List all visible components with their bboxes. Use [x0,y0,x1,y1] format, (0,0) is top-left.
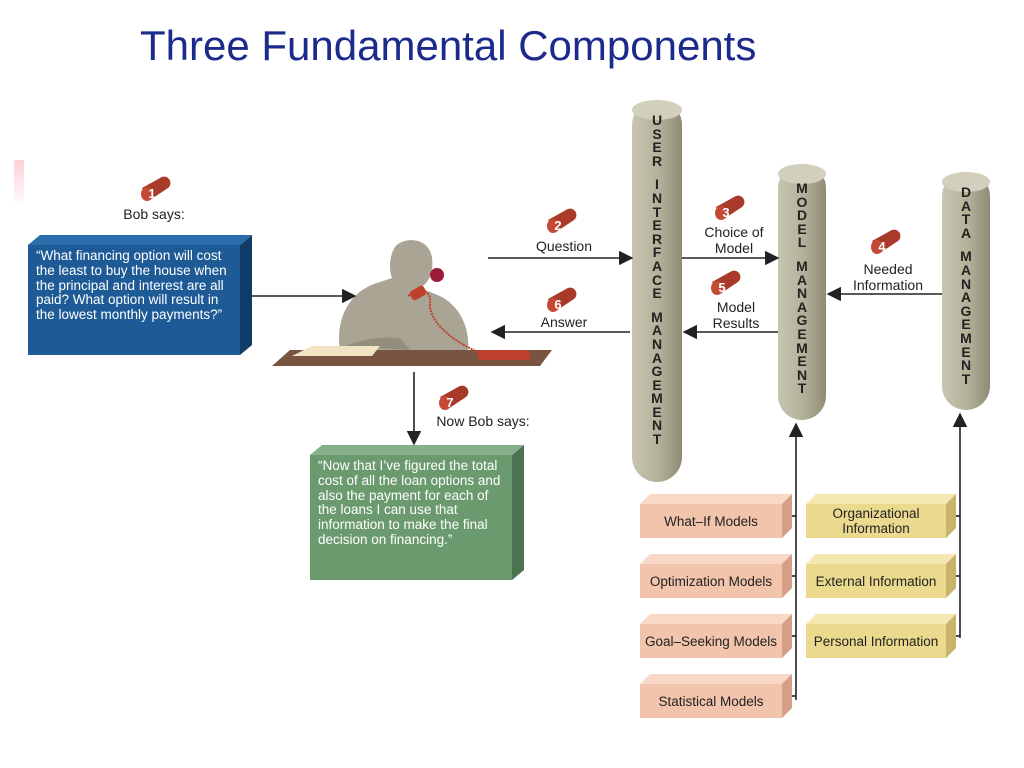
info-box-organizational: Organizational Information [832,506,920,536]
info-box-external: External Information [815,573,937,589]
step-6-number: 6 [554,297,562,312]
info-box-personal: Personal Information [813,633,939,649]
model-pillar-shape [778,164,826,420]
bob-figure [272,240,552,366]
badge-shape-7 [439,385,469,410]
step-5-label: Model Results [712,299,760,331]
step-3-number: 3 [722,205,730,220]
step-7-label: Now Bob says: [436,413,530,429]
answer-box-shape [310,445,524,580]
model-boxes-shapes [640,494,792,718]
info-boxes-shapes [806,494,956,658]
model-box-goal-seeking: Goal–Seeking Models [644,633,778,649]
step-4-number: 4 [878,239,886,254]
model-box-statistical: Statistical Models [658,693,764,709]
ui-pillar-shape [632,100,682,482]
step-6-label: Answer [540,314,588,330]
badge-shape-3 [715,195,745,220]
badge-shape-2 [547,208,577,233]
badge-shape-6 [547,287,577,312]
step-4-label: Needed Information [852,261,924,293]
step-2-number: 2 [554,218,562,233]
data-pillar-shape [942,172,990,410]
bob-question-text: “What financing option will cost the lea… [36,248,227,323]
model-box-what-if: What–If Models [664,513,758,529]
model-box-optimization: Optimization Models [649,573,773,589]
badge-shape-5 [711,270,741,295]
step-5-number: 5 [718,280,726,295]
flow-arrows [252,250,968,700]
badge-shape-4 [871,229,901,254]
bob-answer-text: “Now that I’ve figured the total cost of… [318,458,501,547]
badge-shape-1 [141,176,171,201]
step-3-label: Choice of Model [704,224,764,256]
question-box-shape [28,235,252,355]
step-badges [141,176,901,410]
step-1-label: Bob says: [123,206,185,222]
step-2-label: Question [535,238,593,254]
step-7-number: 7 [446,395,454,410]
page-title: Three Fundamental Components [140,22,757,69]
slide-accent-bar [14,160,24,208]
step-1-number: 1 [148,186,156,201]
